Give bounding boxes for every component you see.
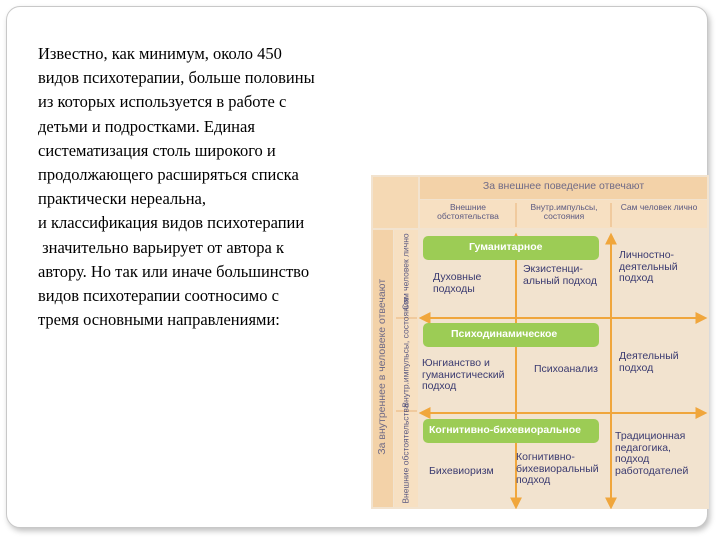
corner-cell xyxy=(373,177,418,228)
text-line: Известно, как минимум, около 450 xyxy=(38,44,282,63)
cell-activity: Деятельный подход xyxy=(619,350,679,374)
text-line: значительно варьирует от автора к xyxy=(38,237,285,257)
psychotherapy-diagram: За внешнее поведение отвечают Внешние об… xyxy=(371,175,709,509)
cell-traditional-pedagogy: Традиционная педагогика, подход работода… xyxy=(615,430,689,477)
body-text: Известно, как минимум, около 450 видов п… xyxy=(38,42,383,332)
cell-psychoanalysis: Психоанализ xyxy=(534,363,598,375)
cell-existential: Экзистенци-альный подход xyxy=(523,263,597,287)
column-header-band xyxy=(420,200,707,228)
band-humanitarian-label: Гуманитарное xyxy=(469,241,543,253)
text-line: практически нереальна, xyxy=(38,189,207,209)
diagram-graphics xyxy=(373,177,708,509)
column-header: Внешние обстоятельства xyxy=(437,202,499,222)
text-line: продолжающего расширяться списка xyxy=(38,165,299,185)
band-cognitive xyxy=(423,419,599,443)
text-line: автору. Но так или иначе большинство xyxy=(38,261,310,281)
band-psychodynamic xyxy=(423,323,599,347)
band-psychodynamic-label: Психодинамическое xyxy=(451,328,558,340)
row-header: Внутр.импульсы, состояния xyxy=(400,297,411,408)
left-header-label: За внутреннее в человеке отвечают xyxy=(376,278,389,455)
band-cognitive-label: Когнитивно-бихевиоральное xyxy=(429,424,581,436)
cell-jungian: Юнгианство и гуманистический подход xyxy=(422,357,505,393)
left-header-band xyxy=(373,230,393,507)
column-header: Внутр.импульсы, состояния xyxy=(530,202,598,222)
column-header: Сам человек лично xyxy=(620,202,698,212)
text-line: видов психотерапии соотносимо с xyxy=(38,286,279,306)
text-line: видов психотерапии, больше половины xyxy=(38,68,315,88)
text-line: тремя основными направлениями: xyxy=(38,310,280,330)
top-header-band xyxy=(420,177,707,199)
text-line: из которых используется в работе с xyxy=(38,92,287,112)
cell-spiritual: Духовные подходы xyxy=(433,271,482,295)
top-header-label: За внешнее поведение отвечают xyxy=(482,180,645,192)
cell-cognitive-behavioral: Когнитивно-бихевиоральный подход xyxy=(516,451,599,487)
cell-behaviorism: Бихевиоризм xyxy=(429,465,494,477)
text-line: систематизация столь широкого и xyxy=(38,140,276,160)
band-humanitarian xyxy=(423,236,599,260)
text-line: детьми и подростками. Единая xyxy=(38,116,255,136)
row-header: Внешние обстоятельства xyxy=(400,403,411,504)
text-line: и классификация видов психотерапии xyxy=(38,213,305,233)
row-header-band xyxy=(394,230,418,507)
cell-personal-activity: Личностно-деятельный подход xyxy=(619,249,678,285)
